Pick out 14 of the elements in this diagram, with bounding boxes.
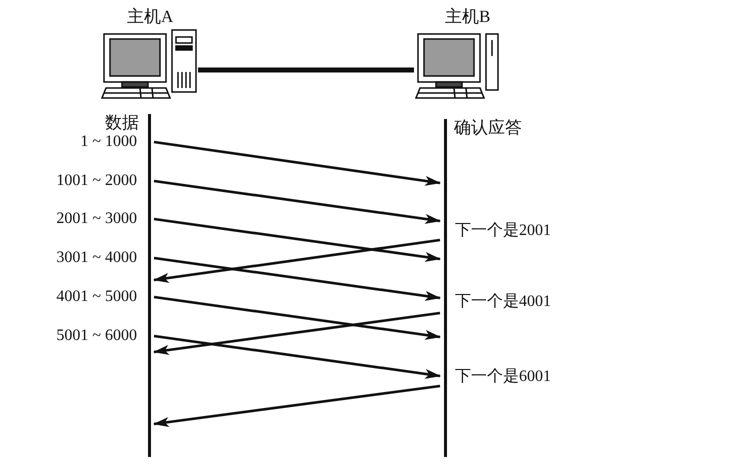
host-label: 主机A bbox=[127, 7, 174, 27]
host-label: 主机B bbox=[445, 7, 490, 27]
timeline-label: 确认应答 bbox=[454, 118, 522, 138]
arrow bbox=[154, 256, 441, 301]
arrow bbox=[154, 334, 441, 379]
arrow bbox=[153, 238, 440, 283]
cable-line bbox=[198, 68, 414, 72]
arrow bbox=[153, 312, 440, 355]
arrow bbox=[154, 218, 441, 262]
arrow bbox=[154, 140, 441, 186]
arrow bbox=[153, 384, 440, 427]
arrow bbox=[154, 296, 441, 340]
arrow bbox=[154, 180, 441, 224]
timeline-label: 数据 bbox=[105, 113, 139, 133]
